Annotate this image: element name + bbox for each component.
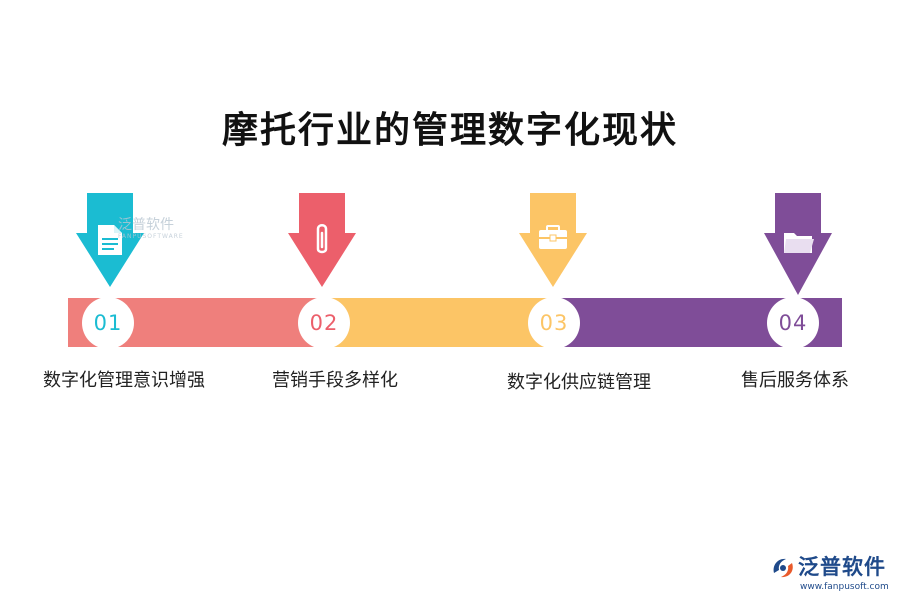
watermark: 泛普软件 FANPUSOFTWARE	[118, 217, 184, 240]
folder-icon	[784, 233, 814, 253]
step-3-label: 数字化供应链管理	[507, 372, 651, 393]
brand-logo: 泛普软件 www.fanpusoft.com	[770, 553, 895, 595]
step-2-number: 02	[309, 311, 339, 335]
document-icon	[98, 225, 122, 255]
step-4-arrow	[764, 193, 832, 295]
logo-name: 泛普软件	[798, 555, 886, 579]
briefcase-icon	[539, 225, 567, 249]
timeline-band-segment-2	[326, 298, 556, 347]
watermark-subtext: FANPUSOFTWARE	[118, 233, 184, 240]
logo-mark-icon	[773, 558, 793, 578]
step-1-label: 数字化管理意识增强	[43, 370, 205, 391]
step-3-arrow	[519, 193, 587, 287]
step-4-label: 售后服务体系	[741, 370, 849, 391]
step-4-number: 04	[778, 311, 808, 335]
step-3-number-badge: 03	[528, 297, 580, 349]
logo-url: www.fanpusoft.com	[800, 582, 889, 592]
step-2-arrow	[288, 193, 356, 287]
watermark-text: 泛普软件	[118, 217, 174, 233]
step-1-number: 01	[93, 311, 123, 335]
page-title: 摩托行业的管理数字化现状	[221, 109, 678, 151]
paperclip-icon	[316, 224, 328, 254]
step-2-number-badge: 02	[298, 297, 350, 349]
step-1-arrow	[76, 193, 144, 287]
step-1-number-badge: 01	[82, 297, 134, 349]
step-3-number: 03	[539, 311, 569, 335]
step-4-number-badge: 04	[767, 297, 819, 349]
step-2-label: 营销手段多样化	[272, 370, 398, 391]
